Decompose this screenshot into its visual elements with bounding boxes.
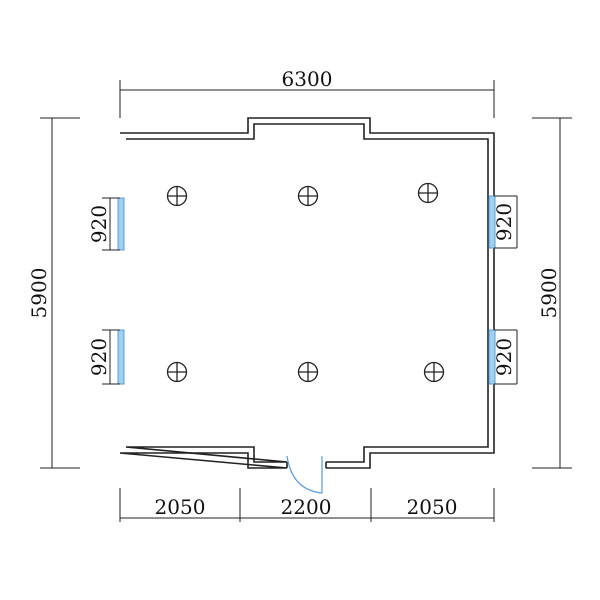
dimension-label: 920 (492, 203, 516, 241)
dimension-left-window-lower: 920 (87, 329, 120, 385)
light-fixture-icon (297, 185, 319, 207)
light-fixture-icon (297, 361, 319, 383)
outer-wall-outline (119, 117, 495, 469)
dimension-label: 2050 (407, 495, 458, 519)
dimension-label: 2200 (281, 495, 332, 519)
dimension-label: 920 (492, 338, 516, 376)
door-swing-arc (286, 455, 323, 494)
entrance-door (286, 455, 323, 494)
dimension-label: 5900 (27, 268, 51, 319)
windows (117, 195, 496, 385)
dimension-left-height: 5900 (27, 117, 80, 469)
light-fixture-icon (423, 361, 445, 383)
dimension-label: 6300 (282, 67, 333, 91)
dimension-bottom-chain: 2050 2200 2050 (119, 488, 495, 522)
light-fixture-icon (166, 361, 188, 383)
dimension-right-height: 5900 (532, 117, 572, 469)
window-right-upper (488, 195, 496, 249)
window-left-upper (117, 197, 125, 251)
dimension-top-width: 6300 (119, 67, 495, 118)
inner-wall-outline (125, 123, 489, 463)
dimension-label: 920 (87, 205, 111, 243)
dimension-label: 920 (87, 338, 111, 376)
window-left-lower (117, 329, 125, 385)
room-walls (119, 117, 495, 469)
dimension-label: 2050 (155, 495, 206, 519)
window-right-lower (488, 329, 496, 385)
light-fixture-icon (166, 185, 188, 207)
dimension-right-window-upper: 920 (492, 195, 518, 249)
dimension-right-window-lower: 920 (492, 329, 518, 385)
ceiling-lights (166, 182, 445, 383)
dimension-label: 5900 (537, 268, 561, 319)
dimension-left-window-upper: 920 (87, 197, 120, 251)
light-fixture-icon (417, 182, 439, 204)
